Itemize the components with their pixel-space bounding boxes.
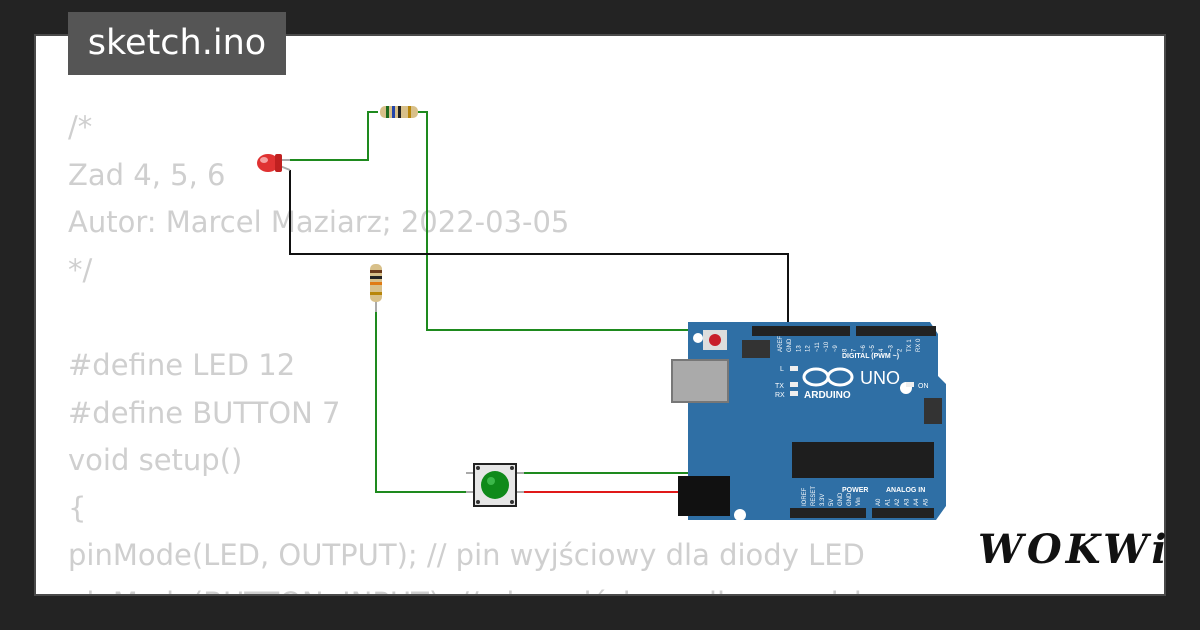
wire-led-gnd <box>289 170 789 330</box>
rx-label: RX <box>775 392 785 399</box>
pin-label: 2 <box>898 348 904 352</box>
pin-label: ~9 <box>833 344 839 352</box>
pin-label: 13 <box>796 345 802 352</box>
code-line: void setup() <box>68 443 243 478</box>
code-line: */ <box>68 252 93 287</box>
pin-label: Vin <box>856 497 862 506</box>
arduino-logo-icon <box>802 367 854 387</box>
pin-label: A0 <box>876 498 882 506</box>
code-line: pinMode(BUTTON, INPUT); // pin wejściowy… <box>68 580 888 594</box>
resistor-led[interactable] <box>380 106 418 118</box>
board-name: UNO <box>860 368 900 388</box>
microcontroller-chip <box>792 442 934 478</box>
code-line: Zad 4, 5, 6 <box>68 157 226 192</box>
code-line: #define LED 12 <box>68 347 296 382</box>
pin-label: RX 0 <box>916 338 922 352</box>
pin-label: IOREF <box>802 487 808 506</box>
pin-label: AREF <box>778 336 784 352</box>
code-line: pinMode(LED, OUTPUT); // pin wyjściowy d… <box>68 538 865 573</box>
pin-label: 3.3V <box>820 494 826 506</box>
pin-label: ~11 <box>815 342 821 352</box>
code-line: /* <box>68 110 93 144</box>
pin-label: A4 <box>914 498 920 506</box>
pin-label: A1 <box>886 498 892 506</box>
pin-label: A3 <box>905 498 911 506</box>
pin-label: TX 1 <box>907 339 913 352</box>
pin-label: 5V <box>829 499 835 506</box>
arduino-uno-board[interactable]: ARDUINO UNO DIGITAL (PWM ~) POWER ANALOG… <box>671 322 946 521</box>
file-tab-title: sketch.ino <box>87 23 267 63</box>
wire-led-resistor <box>282 111 378 161</box>
wire-button-resistor <box>375 305 472 493</box>
pin-label: 8 <box>842 348 848 352</box>
resistor-button[interactable] <box>370 264 382 312</box>
pin-label: GND <box>847 492 853 506</box>
pin-label: 7 <box>852 348 858 352</box>
code-line: #define BUTTON 7 <box>68 395 341 430</box>
pin-label: A5 <box>924 498 930 506</box>
usb-port <box>671 359 729 403</box>
power-jack <box>678 476 730 516</box>
pin-label: ~5 <box>870 344 876 352</box>
push-button[interactable] <box>466 463 524 507</box>
file-tab[interactable]: sketch.ino <box>68 12 286 75</box>
wokwi-logo: WOKWi <box>978 526 1171 573</box>
pin-label: GND <box>838 492 844 506</box>
tx-label: TX <box>775 383 784 390</box>
pin-label: GND <box>787 338 793 352</box>
analog-label: ANALOG IN <box>886 487 925 494</box>
on-label: ON <box>918 383 929 390</box>
power-label: POWER <box>842 487 868 494</box>
pin-label: ~6 <box>861 344 867 352</box>
l-label: L <box>780 366 784 373</box>
board-brand: ARDUINO <box>804 390 851 401</box>
code-line: { <box>68 490 87 525</box>
led-red[interactable] <box>257 154 291 172</box>
digital-label: DIGITAL (PWM ~) <box>842 353 899 360</box>
pin-label: ~3 <box>888 344 894 352</box>
pin-label: 12 <box>806 345 812 352</box>
pin-label: RESET <box>811 486 817 506</box>
pin-label: 4 <box>879 348 885 352</box>
pin-label: A2 <box>895 498 901 506</box>
pin-label: ~10 <box>824 341 830 352</box>
wire-resistor-pin12 <box>417 111 750 331</box>
